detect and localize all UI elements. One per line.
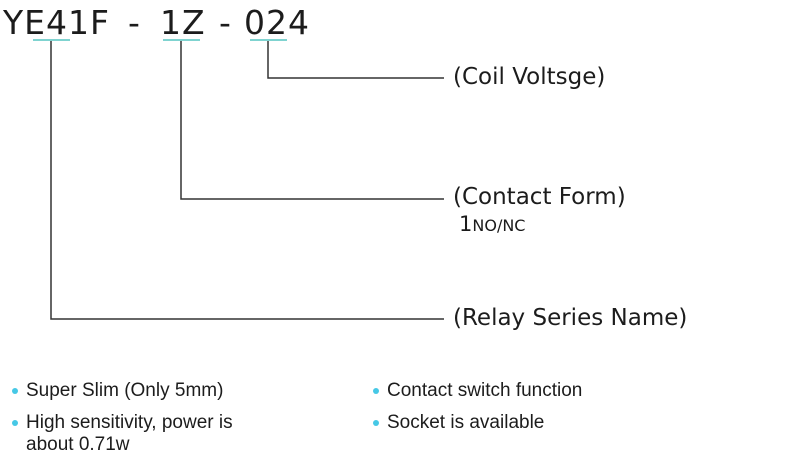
- series-connector-line: [50, 41, 444, 320]
- feature-right-1: Contact switch function: [373, 380, 773, 402]
- feature-left-1: Super Slim (Only 5mm): [12, 380, 342, 402]
- contact-form-sub-text: NO/NC: [472, 216, 526, 235]
- relay-series-label: (Relay Series Name): [453, 305, 688, 331]
- bullet-icon: [373, 388, 379, 394]
- code-series: YE41F: [3, 3, 110, 42]
- feature-right-2: Socket is available: [373, 412, 773, 434]
- coil-connector-line: [267, 41, 444, 79]
- feature-text: Super Slim (Only 5mm): [26, 380, 224, 401]
- feature-text: Socket is available: [387, 412, 545, 433]
- coil-voltage-label: (Coil Voltsge): [453, 64, 606, 90]
- bullet-icon: [12, 388, 18, 394]
- contact-form-sub-digit: 1: [459, 212, 473, 236]
- contact-form-sub: 1NO/NC: [459, 214, 525, 235]
- bullet-icon: [12, 420, 18, 426]
- feature-text: Contact switch function: [387, 380, 583, 401]
- contact-form-label: (Contact Form): [453, 184, 626, 210]
- code-coil: 024: [244, 3, 310, 42]
- code-contact: 1Z: [160, 3, 206, 42]
- feature-text: High sensitivity, power is about 0.71w: [26, 412, 233, 455]
- code-separator-1: -: [128, 3, 140, 42]
- code-separator-2: -: [219, 3, 231, 42]
- bullet-icon: [373, 420, 379, 426]
- feature-left-2: High sensitivity, power is about 0.71w: [12, 412, 262, 456]
- contact-connector-line: [180, 41, 444, 200]
